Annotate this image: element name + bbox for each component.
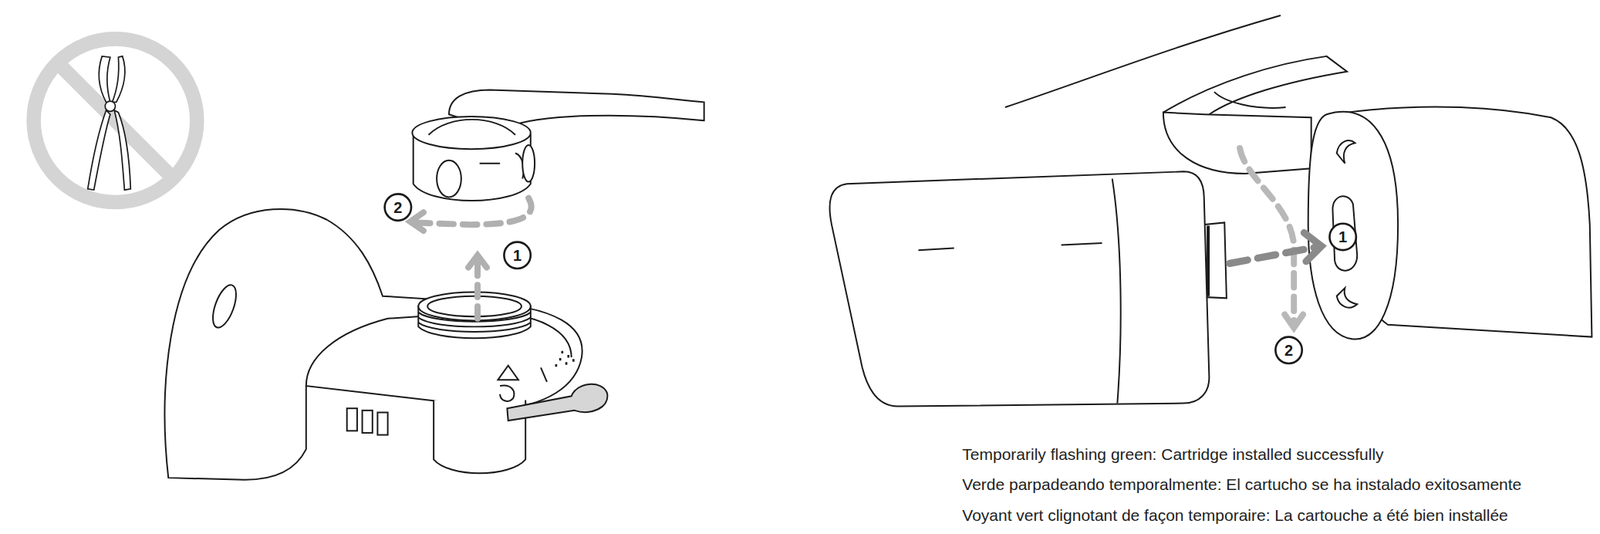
motion-arrows [1229,148,1322,328]
callout-number: 1 [506,243,530,267]
callout-number: 2 [1277,338,1301,362]
left-faucet [411,90,704,202]
callout-number: 1 [1331,225,1355,249]
callout-circle [1329,223,1356,250]
callout-circle [1275,337,1302,364]
status-note: Temporarily flashing green: Cartridge in… [962,445,1384,464]
callout-number: 2 [386,195,410,220]
status-note: Voyant vert clignotant de façon temporai… [962,506,1508,525]
right-cartridge [830,171,1227,406]
motion-arrows [410,198,532,319]
left-filter-housing [165,209,608,480]
callout-circle [384,193,412,220]
callout-circle [503,242,530,269]
right-filter-housing [1308,106,1593,339]
status-note: Verde parpadeando temporalmente: El cart… [962,475,1522,494]
no-tools-sign [33,38,198,203]
right-faucet [1005,15,1347,174]
